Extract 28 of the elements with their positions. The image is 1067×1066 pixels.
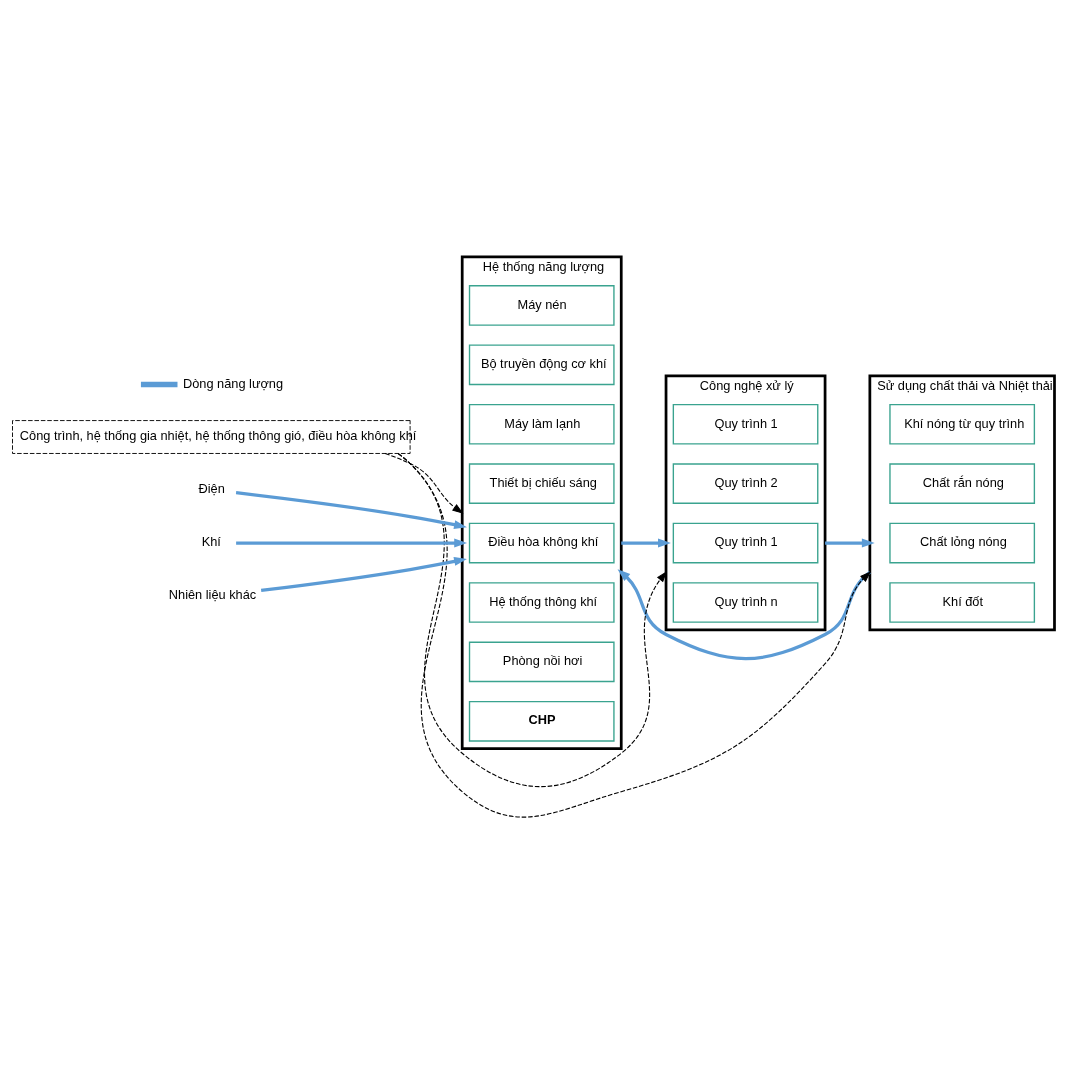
node-box: Máy làm lạnh bbox=[468, 403, 615, 445]
legend-label: Dòng năng lượng bbox=[182, 375, 284, 391]
node-box: Máy nén bbox=[468, 284, 615, 326]
node-box: Thiết bị chiếu sáng bbox=[468, 462, 615, 504]
node-box: Khí nóng từ quy trình bbox=[889, 403, 1036, 445]
node-text: Khí bbox=[201, 533, 221, 549]
node-box: Phòng nồi hơi bbox=[468, 641, 615, 682]
node-text: Điện bbox=[198, 480, 225, 496]
arrow bbox=[260, 556, 467, 592]
node-box: Khí đốt bbox=[889, 581, 1036, 623]
node-box: Bộ truyền động cơ khí bbox=[468, 344, 615, 385]
node-box: Chất rắn nóng bbox=[889, 462, 1036, 504]
node-box: Điều hòa không khí bbox=[468, 522, 615, 563]
node-box: Chất lỏng nóng bbox=[889, 522, 1036, 563]
node-box: CHP bbox=[468, 700, 615, 742]
arrow bbox=[825, 538, 875, 548]
node-box: Hệ thống thông khí bbox=[468, 581, 615, 623]
node-box: Quy trình n bbox=[672, 581, 819, 623]
node-box: Quy trình 2 bbox=[672, 462, 819, 504]
arrow bbox=[235, 490, 467, 529]
arrow bbox=[617, 568, 871, 660]
arrow bbox=[621, 538, 671, 548]
arrow bbox=[397, 452, 872, 818]
arrow bbox=[236, 538, 468, 548]
node-text: Nhiên liệu khác bbox=[168, 586, 257, 602]
node-box: Quy trình 1 bbox=[672, 522, 819, 563]
arrow bbox=[384, 452, 464, 514]
node-box: Quy trình 1 bbox=[672, 403, 819, 445]
